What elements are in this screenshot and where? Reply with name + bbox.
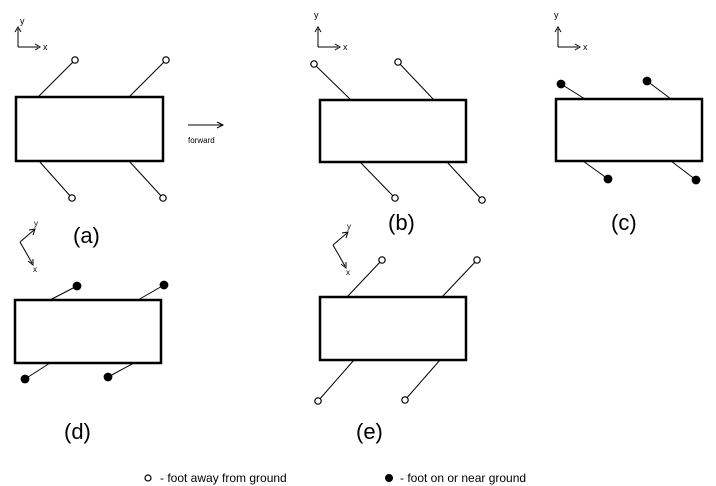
legend-open-marker bbox=[144, 474, 152, 482]
axes-frame-d bbox=[19, 228, 36, 267]
foot-marker-c3 bbox=[603, 174, 613, 184]
foot-marker-c2 bbox=[642, 76, 652, 86]
axis-label-y: y bbox=[20, 16, 25, 26]
foot-marker-e4 bbox=[401, 396, 409, 404]
axis-label-x: x bbox=[583, 42, 588, 52]
panel-label-b: (b) bbox=[388, 210, 415, 235]
axis-label-y: y bbox=[347, 222, 351, 231]
robot-body-c bbox=[554, 80, 704, 181]
panel-label-d: (d) bbox=[64, 419, 91, 444]
foot-marker-e2 bbox=[473, 256, 481, 264]
robot-body-d bbox=[13, 284, 165, 380]
foot-marker-e1 bbox=[378, 256, 386, 264]
forward-arrow bbox=[188, 121, 225, 129]
foot-marker-d4 bbox=[103, 372, 113, 382]
axes-frame-e bbox=[332, 231, 349, 270]
robot-body-e bbox=[317, 259, 478, 402]
foot-marker-b2 bbox=[394, 58, 402, 66]
foot-marker-c4 bbox=[691, 175, 701, 185]
axis-label-x: x bbox=[346, 268, 350, 277]
foot-marker-a2 bbox=[162, 56, 170, 64]
foot-marker-d2 bbox=[159, 280, 169, 290]
foot-marker-b3 bbox=[391, 194, 399, 202]
axis-label-x: x bbox=[33, 265, 37, 274]
forward-label: forward bbox=[188, 136, 215, 145]
robot-body-a bbox=[14, 59, 167, 199]
legend-open-label: - foot away from ground bbox=[160, 471, 287, 485]
legend-filled-marker bbox=[385, 474, 393, 482]
foot-marker-d1 bbox=[72, 281, 82, 291]
panel-label-e: (e) bbox=[356, 419, 383, 444]
legend-filled-label: - foot on or near ground bbox=[400, 471, 526, 485]
panel-label-c: (c) bbox=[611, 210, 637, 235]
foot-marker-d3 bbox=[20, 374, 30, 384]
axis-label-y: y bbox=[554, 10, 559, 20]
foot-marker-e3 bbox=[314, 397, 322, 405]
axes-frame-a bbox=[14, 26, 41, 51]
foot-marker-a4 bbox=[159, 194, 167, 202]
robot-body-b bbox=[313, 61, 483, 201]
foot-marker-a3 bbox=[68, 194, 76, 202]
foot-marker-b1 bbox=[310, 60, 318, 68]
axes-frame-b bbox=[314, 26, 341, 51]
axis-label-x: x bbox=[343, 42, 348, 52]
axis-label-y: y bbox=[34, 219, 38, 228]
axis-label-y: y bbox=[314, 10, 319, 20]
panel-label-a: (a) bbox=[73, 223, 100, 248]
foot-marker-b4 bbox=[478, 196, 486, 204]
axis-label-x: x bbox=[43, 42, 48, 52]
foot-marker-c1 bbox=[556, 79, 566, 89]
foot-marker-a1 bbox=[71, 56, 79, 64]
axes-frame-c bbox=[554, 26, 581, 51]
